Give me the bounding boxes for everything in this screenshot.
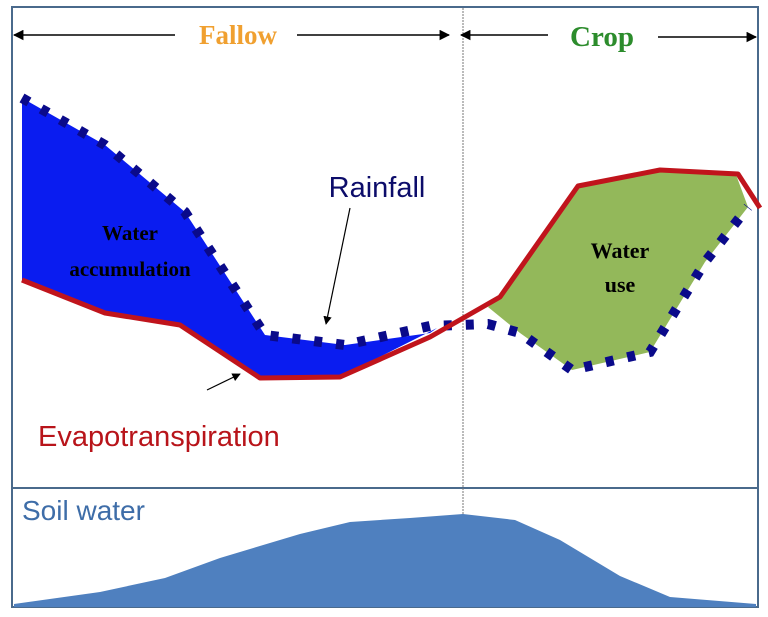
fallow-label: Fallow: [199, 20, 277, 50]
water-accumulation-label-line1: Water: [102, 221, 158, 245]
evapotranspiration-pointer-arrow: [206, 373, 241, 391]
evapotranspiration-line: [21, 167, 763, 381]
crop-label: Crop: [570, 21, 634, 53]
evapotranspiration-label: Evapotranspiration: [38, 421, 280, 453]
water-use-area: [488, 170, 748, 370]
soil-water-area: [14, 514, 756, 607]
rainfall-pointer-arrow: [323, 207, 351, 325]
rainfall-line: [19, 93, 752, 376]
water-use-label-line2: use: [605, 272, 636, 297]
rainfall-label: Rainfall: [329, 172, 426, 204]
soil-water-label: Soil water: [22, 495, 145, 526]
water-accumulation-label-line2: accumulation: [69, 257, 191, 281]
water-use-label-line1: Water: [591, 238, 650, 263]
water-accumulation-area: [22, 98, 437, 378]
